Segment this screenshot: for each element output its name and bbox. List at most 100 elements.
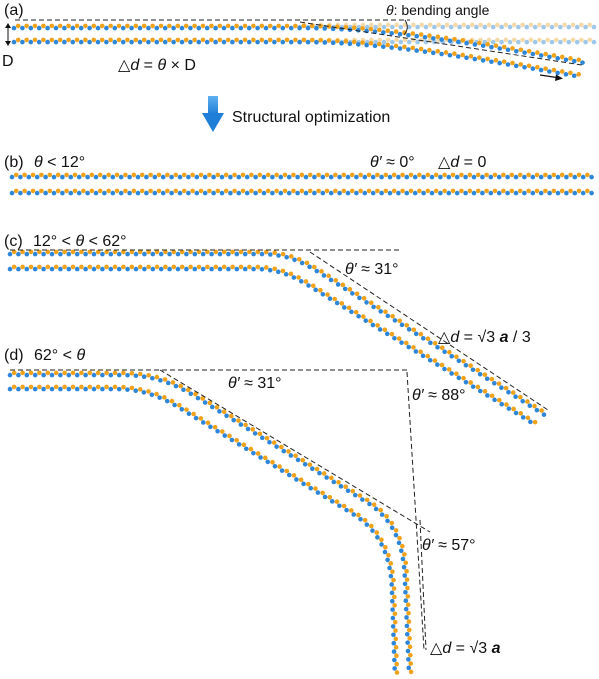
atom	[292, 257, 297, 263]
atom	[87, 39, 92, 45]
atom	[385, 518, 390, 524]
atom	[324, 172, 330, 178]
atom	[349, 508, 354, 513]
atom	[366, 172, 372, 178]
atom	[354, 174, 359, 180]
atom	[499, 39, 504, 45]
atom	[108, 372, 114, 378]
atom	[510, 390, 516, 395]
atom	[530, 174, 536, 180]
chain-a-top	[11, 23, 585, 65]
atom	[192, 23, 197, 29]
atom	[183, 23, 189, 29]
atom	[104, 25, 109, 31]
atom	[289, 254, 294, 259]
atom	[337, 503, 342, 509]
atom	[379, 542, 384, 547]
atom	[406, 32, 411, 38]
atom	[123, 188, 128, 194]
atom	[7, 372, 13, 378]
atom	[70, 384, 76, 390]
atom	[251, 266, 256, 272]
atom	[120, 39, 126, 45]
atom	[167, 37, 172, 43]
atom	[361, 296, 367, 301]
atom	[158, 23, 164, 29]
atom	[534, 188, 540, 194]
atom	[503, 22, 509, 28]
atom	[20, 25, 25, 31]
atom	[267, 439, 272, 445]
atom	[28, 249, 34, 255]
atom	[188, 25, 193, 31]
atom	[274, 444, 279, 449]
atom	[104, 264, 109, 270]
atom	[428, 340, 433, 346]
atom	[312, 190, 317, 196]
atom	[191, 411, 196, 417]
atom	[47, 188, 53, 194]
atom	[528, 419, 533, 425]
atom	[209, 251, 214, 257]
atom	[547, 174, 552, 180]
atom	[485, 56, 490, 62]
atom	[383, 309, 388, 315]
atom	[223, 188, 229, 194]
atom	[408, 652, 413, 658]
atom	[7, 266, 13, 272]
atom	[74, 266, 80, 272]
atom	[506, 406, 512, 411]
atom	[83, 37, 88, 43]
atom	[62, 249, 67, 255]
atom	[378, 309, 384, 314]
atom	[179, 39, 185, 45]
atom	[383, 188, 389, 194]
atom	[376, 304, 381, 310]
atom	[389, 31, 394, 36]
atom	[280, 251, 286, 257]
atom	[528, 22, 534, 28]
atom	[284, 468, 290, 474]
atom	[169, 174, 174, 180]
atom	[518, 47, 524, 53]
atom	[104, 39, 109, 45]
atom	[446, 174, 452, 180]
atom	[472, 56, 478, 62]
atom	[339, 41, 344, 46]
atom	[308, 485, 314, 491]
atom	[175, 23, 181, 29]
atom	[475, 384, 481, 390]
atom	[223, 172, 229, 178]
atom	[402, 581, 408, 587]
atom	[566, 24, 572, 30]
atom	[118, 190, 124, 196]
atom	[72, 172, 78, 178]
atom	[369, 22, 374, 28]
atom	[339, 301, 345, 306]
atom	[457, 24, 462, 30]
atom	[547, 54, 552, 60]
atom	[530, 51, 536, 57]
atom	[230, 39, 235, 45]
atom	[190, 188, 195, 194]
atom	[368, 26, 374, 32]
atom	[354, 190, 359, 196]
atom	[246, 25, 252, 31]
atom	[320, 291, 326, 297]
atom	[493, 57, 499, 63]
atom	[301, 481, 306, 487]
atom	[68, 174, 74, 180]
atom	[274, 188, 279, 194]
atom	[202, 174, 208, 180]
atom	[489, 376, 495, 382]
atom	[349, 309, 354, 315]
atom	[393, 645, 399, 650]
atom	[526, 63, 532, 69]
atom	[553, 22, 559, 28]
atom	[328, 277, 334, 283]
atom	[580, 60, 585, 65]
atom	[482, 389, 488, 394]
atom	[87, 264, 93, 270]
atom	[421, 190, 426, 196]
atom	[305, 25, 311, 31]
